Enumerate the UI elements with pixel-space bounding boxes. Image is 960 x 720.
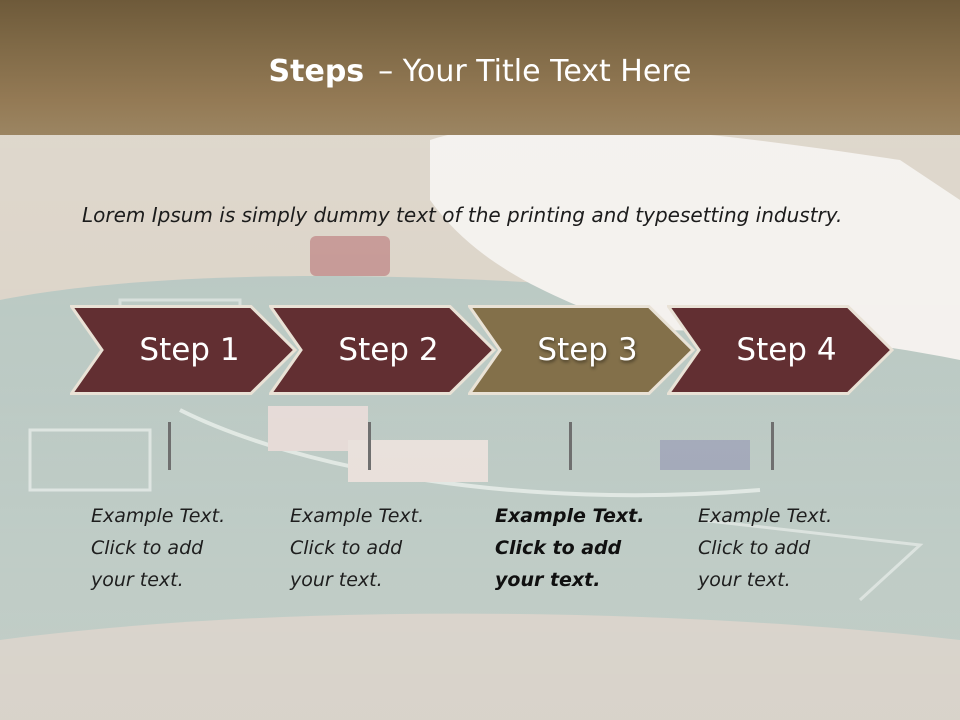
chevron-shape: [667, 305, 894, 395]
slide-title[interactable]: Steps – Your Title Text Here: [0, 54, 960, 89]
step-1-connector: [168, 422, 171, 470]
step-3-line-3: your text.: [495, 569, 601, 591]
step-2-label: Step 2: [338, 332, 439, 368]
intro-text[interactable]: Lorem Ipsum is simply dummy text of the …: [82, 203, 843, 227]
step-3-connector: [569, 422, 572, 470]
step-1-chevron[interactable]: Step 1: [70, 305, 297, 395]
chevron-shape: [468, 305, 695, 395]
step-4-line-2: Click to add: [698, 537, 811, 559]
step-4-label: Step 4: [736, 332, 837, 368]
step-2-chevron[interactable]: Step 2: [269, 305, 496, 395]
step-3-description[interactable]: Example Text. Click to add your text.: [495, 500, 670, 596]
step-2-line-3: your text.: [290, 569, 383, 591]
step-4-connector: [771, 422, 774, 470]
step-2-description[interactable]: Example Text. Click to add your text.: [290, 500, 465, 596]
step-3-line-2: Click to add: [495, 537, 622, 559]
title-bold: Steps: [268, 54, 365, 89]
chevron-shape: [269, 305, 496, 395]
title-band: [0, 0, 960, 135]
step-2-line-1: Example Text.: [290, 505, 425, 527]
step-4-chevron[interactable]: Step 4: [667, 305, 894, 395]
step-2-connector: [368, 422, 371, 470]
step-1-line-3: your text.: [91, 569, 184, 591]
step-3-chevron[interactable]: Step 3: [468, 305, 695, 395]
step-4-line-3: your text.: [698, 569, 791, 591]
step-3-line-1: Example Text.: [495, 505, 645, 527]
step-4-description[interactable]: Example Text. Click to add your text.: [698, 500, 873, 596]
step-3-label: Step 3: [537, 332, 638, 368]
chevron-shape: [70, 305, 297, 395]
step-2-line-2: Click to add: [290, 537, 403, 559]
step-1-label: Step 1: [139, 332, 240, 368]
step-1-description[interactable]: Example Text. Click to add your text.: [91, 500, 266, 596]
step-4-line-1: Example Text.: [698, 505, 833, 527]
title-text: – Your Title Text Here: [378, 54, 692, 89]
step-1-line-1: Example Text.: [91, 505, 226, 527]
step-1-line-2: Click to add: [91, 537, 204, 559]
